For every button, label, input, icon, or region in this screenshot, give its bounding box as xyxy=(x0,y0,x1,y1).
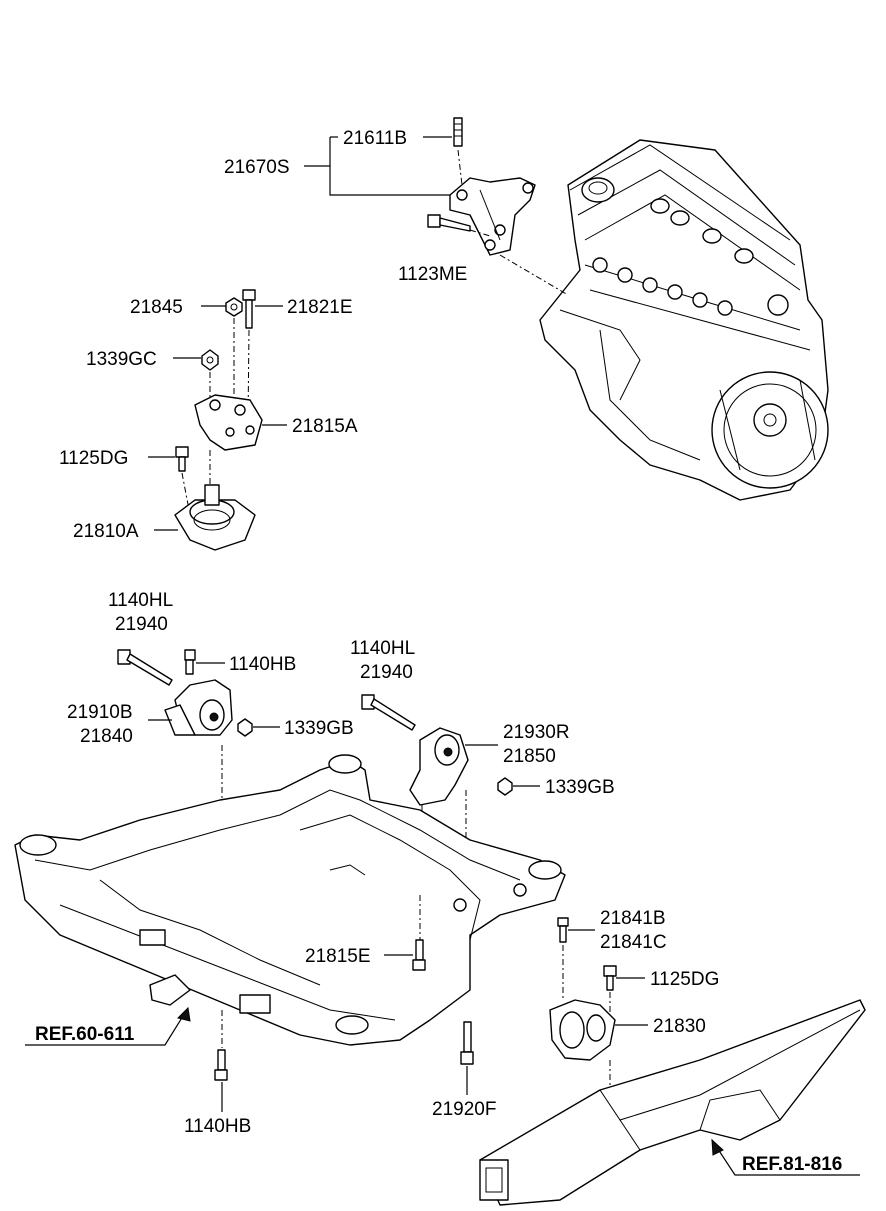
bracket-21815A xyxy=(194,394,263,451)
label-21940-right: 21940 xyxy=(360,662,413,683)
label-1125DG-upper: 1125DG xyxy=(59,448,128,469)
label-21845: 21845 xyxy=(130,297,183,318)
label-1140HB-upper: 1140HB xyxy=(229,654,296,675)
label-21841B: 21841B xyxy=(600,908,666,929)
bolt-1140HL-right xyxy=(361,694,416,731)
label-21830: 21830 xyxy=(653,1016,706,1037)
label-1140HB-lower: 1140HB xyxy=(184,1116,251,1137)
label-21910B: 21910B xyxy=(67,702,133,723)
label-21810A: 21810A xyxy=(73,521,139,542)
bolt-21841B xyxy=(557,917,569,1000)
mount-21930R xyxy=(409,727,469,806)
nut-1339GB-left xyxy=(237,718,253,737)
crossmember-subframe xyxy=(14,754,566,1046)
bolt-21920F xyxy=(460,1021,474,1065)
bolt-21815E xyxy=(412,939,426,971)
label-1140HL-right: 1140HL xyxy=(350,638,415,659)
label-21930R: 21930R xyxy=(503,722,570,743)
bracket-21670S xyxy=(449,177,536,256)
bolt-1123ME xyxy=(427,214,491,237)
label-21611B: 21611B xyxy=(343,128,407,149)
label-21815A: 21815A xyxy=(292,416,358,437)
side-member xyxy=(479,999,866,1206)
bolt-1140HL-left xyxy=(117,649,173,686)
label-21670S: 21670S xyxy=(224,157,290,178)
nut-1339GC xyxy=(201,349,219,398)
label-1339GB-left: 1339GB xyxy=(284,718,354,739)
label-21840: 21840 xyxy=(80,726,133,747)
part-labels: 21611B 21670S 1123ME 21845 21821E 1339GC… xyxy=(35,128,842,1175)
mount-21830 xyxy=(549,999,616,1061)
label-1140HL-left: 1140HL xyxy=(108,590,173,611)
mount-21910B xyxy=(164,679,233,736)
ref-label-81-816: REF.81-816 xyxy=(742,1154,842,1175)
engine-assembly xyxy=(539,139,829,501)
nut-21845 xyxy=(225,297,243,405)
bolt-1125DG-upper xyxy=(175,446,191,516)
label-1339GC: 1339GC xyxy=(86,349,157,370)
label-1123ME: 1123ME xyxy=(398,264,467,285)
label-21920F: 21920F xyxy=(432,1099,496,1120)
bolt-1140HB-upper xyxy=(184,649,196,675)
stud-21611B xyxy=(453,117,463,186)
ref-label-60-611: REF.60-611 xyxy=(35,1024,135,1045)
mount-21810A xyxy=(174,484,256,551)
label-21850: 21850 xyxy=(503,746,556,767)
label-21821E: 21821E xyxy=(287,297,353,318)
label-21815E: 21815E xyxy=(305,946,371,967)
label-21940-left: 21940 xyxy=(115,614,168,635)
nut-1339GB-right xyxy=(497,777,513,796)
leader-lines xyxy=(25,136,860,1176)
label-1125DG-lower: 1125DG xyxy=(650,969,719,990)
bolt-1140HB-lower xyxy=(214,1049,228,1081)
label-1339GB-right: 1339GB xyxy=(545,777,615,798)
label-21841C: 21841C xyxy=(600,932,667,953)
